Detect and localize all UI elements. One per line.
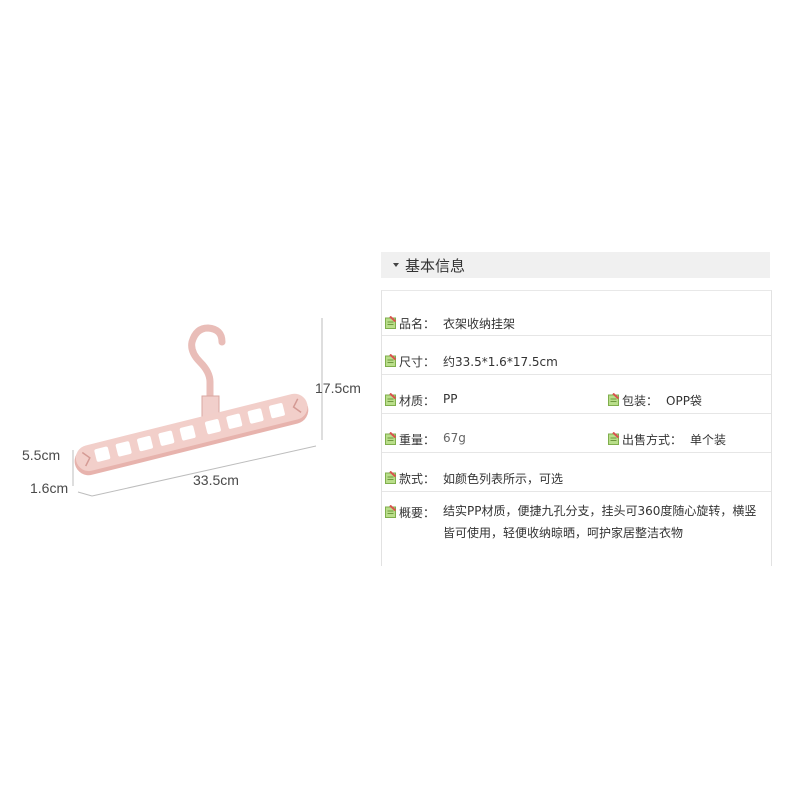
info-table: 品名： 衣架收纳挂架 尺寸： 约33.5*1.6*17.5cm 材质： PP 包… [381,290,772,566]
dimension-depth-label: 1.6cm [30,480,69,496]
info-cell: 款式： 如颜色列表所示，可选 [385,453,563,508]
product-figure: 17.5cm 5.5cm 1.6cm 33.5cm [22,310,370,500]
dimension-width-label: 33.5cm [193,472,239,488]
info-cell: 包装： OPP袋 [608,375,702,430]
info-label: 尺寸： [399,355,436,369]
info-row-style: 款式： 如颜色列表所示，可选 [382,453,771,492]
info-value: 67g [443,431,466,445]
dimension-height-label: 17.5cm [315,380,361,396]
info-cell: 出售方式： 单个装 [608,414,726,469]
info-label: 出售方式： [622,433,683,447]
info-value: OPP袋 [666,394,702,408]
info-cell: 概要： 结实PP材质，便捷九孔分支，挂头可360度随心旋转，横竖皆可使用，轻便收… [385,492,763,578]
caret-down-icon [393,263,399,267]
dimension-bar-height-label: 5.5cm [22,447,61,463]
info-label: 概要： [399,506,436,520]
info-row-weight-sale: 重量： 67g 出售方式： 单个装 [382,414,771,453]
section-header-basic-info[interactable]: 基本信息 [381,252,770,278]
info-label: 材质： [399,394,436,408]
info-cell: 材质： PP [385,375,458,430]
info-row-size: 尺寸： 约33.5*1.6*17.5cm [382,336,771,375]
note-icon [385,470,397,484]
info-label: 包装： [622,394,659,408]
info-label: 品名： [399,317,436,331]
info-value: 如颜色列表所示，可选 [443,472,564,486]
note-icon [608,431,620,445]
info-row-summary: 概要： 结实PP材质，便捷九孔分支，挂头可360度随心旋转，横竖皆可使用，轻便收… [382,492,771,566]
info-value: 约33.5*1.6*17.5cm [443,355,558,369]
note-icon [385,353,397,367]
note-icon [608,392,620,406]
note-icon [385,315,397,329]
info-value: 衣架收纳挂架 [443,317,516,331]
note-icon [385,431,397,445]
info-label: 款式： [399,472,436,486]
section-title: 基本信息 [405,257,466,275]
info-cell: 尺寸： 约33.5*1.6*17.5cm [385,336,558,391]
hanger-image [72,318,323,497]
info-cell: 品名： 衣架收纳挂架 [385,291,515,359]
note-icon [385,392,397,406]
info-value: 单个装 [690,433,727,447]
info-value: 结实PP材质，便捷九孔分支，挂头可360度随心旋转，横竖皆可使用，轻便收纳晾晒，… [443,504,757,540]
note-icon [385,504,397,518]
info-cell: 重量： 67g [385,414,466,469]
info-label: 重量： [399,433,436,447]
info-row-name: 品名： 衣架收纳挂架 [382,291,771,336]
info-value: PP [443,392,458,406]
info-row-material-packaging: 材质： PP 包装： OPP袋 [382,375,771,414]
